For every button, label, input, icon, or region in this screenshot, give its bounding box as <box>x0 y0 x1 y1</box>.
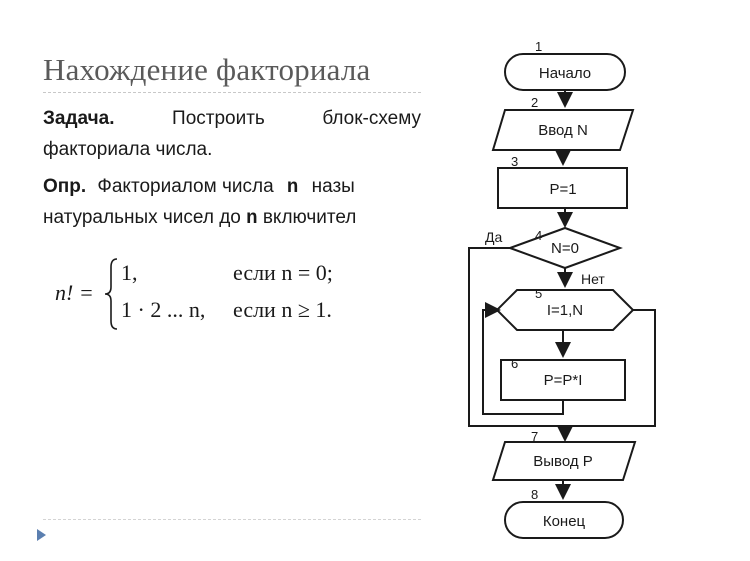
definition-text-1b: назы <box>311 176 355 197</box>
block-number-5: 5 <box>535 286 542 301</box>
definition-text-2a: натуральных чисел до <box>43 207 241 228</box>
block-label-loop: I=1,N <box>547 302 583 319</box>
formula-case1-value: 1, <box>121 260 138 285</box>
bullet-arrow-icon <box>37 529 46 541</box>
block-label-multiply: P=P*I <box>544 372 583 389</box>
output-block <box>491 441 637 481</box>
slide-title: Нахождение факториала <box>43 52 371 87</box>
task-line-1: Задача. Построить блок-схему <box>43 103 421 134</box>
end-block <box>504 501 624 539</box>
block-label-output: Вывод P <box>533 453 593 470</box>
formula-lhs: n! = <box>55 280 94 305</box>
definition-line-2: натуральных чисел до n включител <box>43 202 421 234</box>
definition-n-1: n <box>286 176 299 198</box>
block-number-4: 4 <box>535 228 542 243</box>
block-number-3: 3 <box>511 154 518 169</box>
branch-yes-label: Да <box>485 229 502 245</box>
init-block <box>497 167 628 209</box>
block-number-1: 1 <box>535 39 542 54</box>
task-text-1: Построить блок-схему <box>172 108 421 129</box>
task-line-2: факториала числа. <box>43 134 421 165</box>
block-label-condition: N=0 <box>551 240 579 257</box>
block-number-8: 8 <box>531 487 538 502</box>
formula-case1-condition: если n = 0; <box>233 260 333 285</box>
task-label: Задача. <box>43 108 115 129</box>
block-number-6: 6 <box>511 356 518 371</box>
block-label-init: P=1 <box>549 181 576 198</box>
factorial-flowchart: 1 2 3 4 5 6 7 8 Начало Ввод N P=1 N=0 I=… <box>468 39 656 539</box>
input-block <box>491 109 635 151</box>
formula-case2-value: 1 · 2 ... n, <box>121 297 206 322</box>
formula-brace <box>104 258 118 330</box>
factorial-formula: n! = 1, если n = 0; 1 · 2 ... n, если n … <box>55 255 395 335</box>
definition-text-2b: включител <box>262 207 357 228</box>
block-number-2: 2 <box>531 95 538 110</box>
block-label-end: Конец <box>543 513 586 530</box>
formula-case2-condition: если n ≥ 1. <box>233 297 332 322</box>
definition-line-1: Опр. Факториалом числа n назы <box>43 171 421 203</box>
branch-no-label: Нет <box>581 271 605 287</box>
definition-n-2: n <box>246 207 258 229</box>
footer-divider <box>43 519 421 520</box>
block-label-start: Начало <box>539 65 591 82</box>
block-label-input: Ввод N <box>538 122 588 139</box>
definition-label: Опр. <box>43 176 87 197</box>
task-text-2: факториала числа. <box>43 139 213 160</box>
title-divider <box>43 92 421 93</box>
block-number-7: 7 <box>531 429 538 444</box>
definition-text-1a: Факториалом числа <box>97 176 274 197</box>
